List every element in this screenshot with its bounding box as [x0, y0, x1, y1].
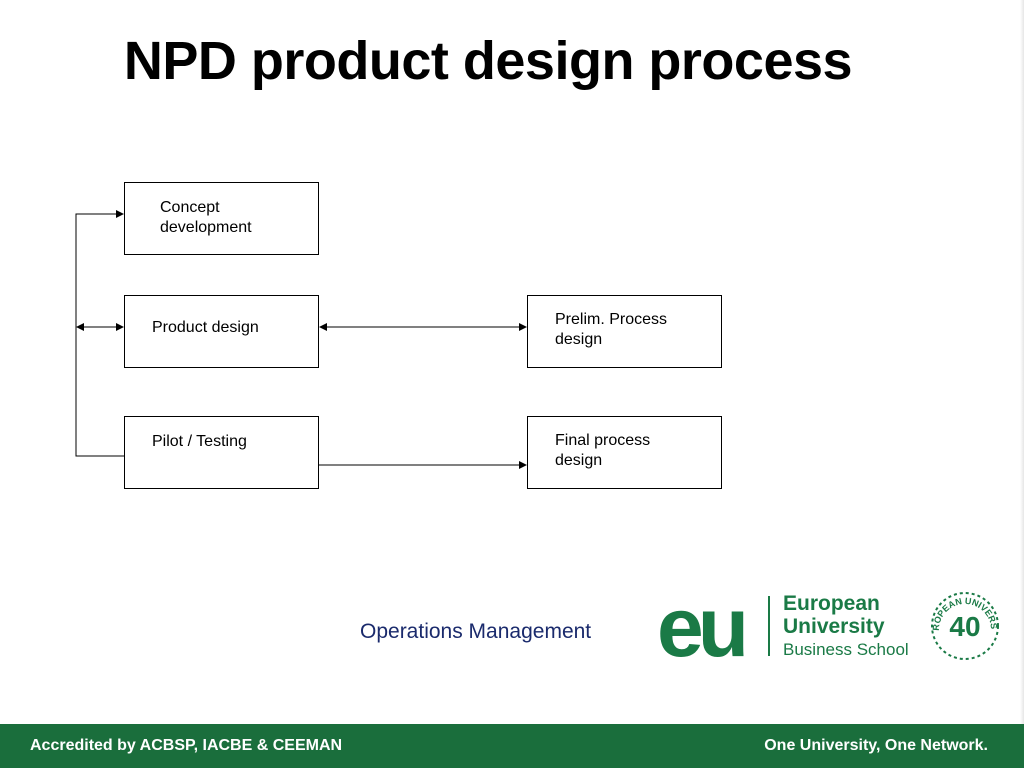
logo-line-2: University	[783, 615, 885, 638]
logo-line-3: Business School	[783, 640, 909, 659]
logo-line-1: European	[783, 592, 880, 615]
badge-number: 40	[949, 611, 980, 642]
page-title: NPD product design process	[123, 31, 853, 91]
logo-mark: eu	[657, 586, 744, 666]
connector-layer	[75, 210, 527, 469]
pilot-testing-box: Pilot / Testing	[124, 416, 319, 489]
accreditation-text: Accredited by ACBSP, IACBE & CEEMAN	[30, 737, 343, 754]
product-design-box: Product design	[124, 295, 319, 368]
box-label: Prelim. Process design	[555, 311, 668, 348]
final-process-design-box: Final process design	[527, 416, 722, 489]
bottom-bar: Accredited by ACBSP, IACBE & CEEMAN One …	[0, 724, 1024, 768]
box-label: Final process design	[555, 432, 651, 469]
course-title: Operations Management	[360, 620, 592, 643]
prelim-process-design-box: Prelim. Process design	[527, 295, 722, 368]
process-diagram: Concept development Product design Pilot…	[75, 182, 722, 489]
box-label: Concept development	[160, 199, 252, 236]
feedback-connector	[75, 210, 124, 457]
eu-logo: eu EUROPEAN UNIVERSITY 40	[655, 586, 999, 666]
concept-development-box: Concept development	[124, 182, 319, 255]
box-label: Product design	[152, 319, 259, 336]
box-label: Pilot / Testing	[152, 433, 247, 450]
logo-wordmark: European University Business School	[783, 592, 909, 661]
tagline-text: One University, One Network.	[764, 737, 988, 754]
slide-edge	[1020, 0, 1024, 724]
badge-ring-icon	[931, 592, 999, 660]
